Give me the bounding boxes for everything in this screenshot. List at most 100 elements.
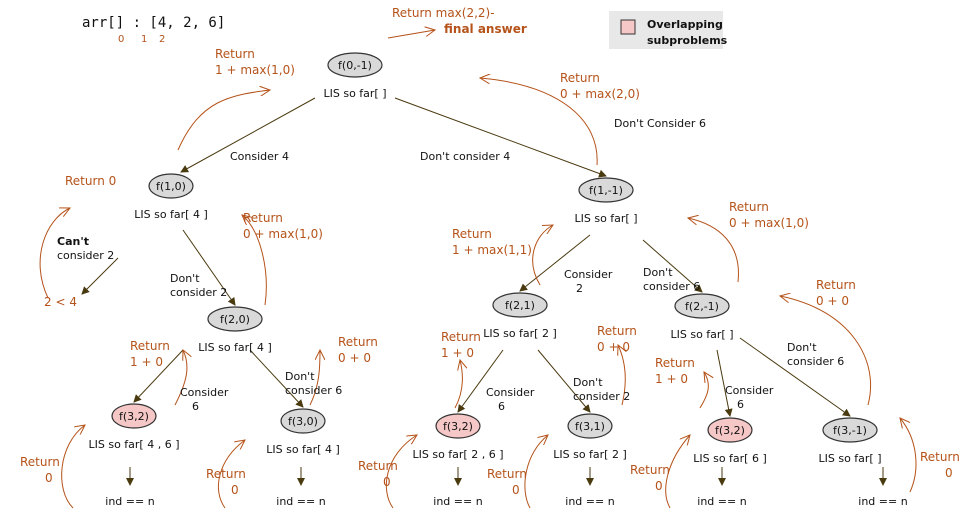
- return-label: 0: [45, 471, 53, 485]
- return-label: Return: [816, 278, 856, 292]
- lis-label: LIS so far[ 4 ]: [198, 341, 272, 354]
- edge-label: consider 2: [57, 249, 114, 262]
- tree-edge: [180, 97, 316, 173]
- return-arrow: [217, 440, 245, 509]
- tree-node: f(3,-1): [822, 417, 878, 443]
- return-label: Return: [20, 455, 60, 469]
- lis-label: LIS so far[ 2 ]: [483, 327, 557, 340]
- tree-node: f(2,-1): [674, 293, 730, 319]
- return-arrow: [385, 435, 417, 509]
- edge-label: 6: [498, 400, 505, 413]
- node-label: f(1,-1): [589, 184, 623, 197]
- tree-node: f(3,2): [435, 413, 481, 439]
- node-shape: [567, 413, 613, 439]
- tree-edge: [519, 234, 591, 292]
- return-label: Return: [243, 211, 283, 225]
- node-label: f(1,0): [156, 180, 186, 193]
- tree-node: f(3,0): [280, 408, 326, 434]
- node-label: f(3,0): [288, 415, 318, 428]
- return-label: Return: [487, 467, 527, 481]
- return-arrow: [174, 350, 187, 406]
- return-arrow: [39, 208, 70, 299]
- legend-line-2: subproblems: [647, 34, 728, 47]
- base-case-label: ind == n: [105, 495, 154, 508]
- edge-label: consider 2: [573, 390, 630, 403]
- return-label: Return: [560, 71, 600, 85]
- return-arrow: [524, 435, 548, 509]
- tree-edge: [182, 229, 236, 306]
- legend-swatch: [620, 19, 636, 35]
- return-arrow: [454, 360, 462, 409]
- return-label: Return: [130, 339, 170, 353]
- return-label: 0: [655, 479, 663, 493]
- node-label: f(3,-1): [833, 424, 867, 437]
- compare-label: 2 < 4: [44, 295, 77, 309]
- tree-node: f(2,0): [207, 306, 263, 332]
- array-index-1: 1: [141, 34, 147, 45]
- edge-label: consider 6: [285, 384, 342, 397]
- node-shape: [111, 403, 157, 429]
- return-label: Return: [597, 324, 637, 338]
- return-label: Return: [441, 330, 481, 344]
- edge-label: Can't: [57, 235, 89, 248]
- edge-label: Don't: [787, 341, 817, 354]
- tree-node: f(3,2): [111, 403, 157, 429]
- tree-edge: [716, 349, 733, 417]
- tree-node: f(1,0): [148, 173, 194, 199]
- edge-label: consider 2: [170, 286, 227, 299]
- lis-label: LIS so far[ 2 ]: [553, 448, 627, 461]
- tree-nodes: f(0,-1)LIS so far[ ]f(1,0)LIS so far[ 4 …: [88, 52, 882, 465]
- return-arrow: [780, 296, 872, 406]
- return-label: Return: [452, 227, 492, 241]
- return-label: Return: [729, 200, 769, 214]
- return-label: 1 + 0: [130, 355, 163, 369]
- lis-label: LIS so far[ ]: [323, 87, 386, 100]
- node-shape: [327, 52, 383, 78]
- node-shape: [674, 293, 730, 319]
- edge-label: Consider: [180, 386, 229, 399]
- return-label: Return: [338, 335, 378, 349]
- return-label: Return: [630, 463, 670, 477]
- edge-label: Consider: [725, 384, 774, 397]
- return-label: 1 + max(1,1): [452, 243, 532, 257]
- return-arrows: [39, 78, 917, 509]
- edge-label: 6: [737, 398, 744, 411]
- return-label: 0: [383, 475, 391, 489]
- array-index-2: 2: [159, 34, 165, 45]
- node-label: f(3,2): [443, 420, 473, 433]
- tree-node: f(2,1): [492, 292, 548, 318]
- return-label: 0 + max(1,0): [729, 216, 809, 230]
- node-shape: [822, 417, 878, 443]
- lis-label: LIS so far[ 4 , 6 ]: [88, 438, 179, 451]
- edge-label: Don't: [573, 376, 603, 389]
- return-label: 1 + 0: [441, 346, 474, 360]
- tree-edge: [739, 337, 851, 417]
- base-case-label: ind == n: [565, 495, 614, 508]
- tree-edge: [642, 239, 703, 293]
- return-label: Return: [920, 450, 960, 464]
- edge-label: Don't consider 4: [420, 150, 510, 163]
- return-label: 0 + 0: [597, 340, 630, 354]
- edge-label: Don't: [170, 272, 200, 285]
- lis-label: LIS so far[ ]: [670, 328, 733, 341]
- node-label: f(2,1): [505, 299, 535, 312]
- final-answer-arrow: [387, 30, 435, 39]
- node-label: f(3,1): [575, 420, 605, 433]
- edge-label: consider 6: [643, 280, 700, 293]
- return-arrow: [480, 78, 598, 166]
- lis-label: LIS so far[ ]: [818, 452, 881, 465]
- return-arrow: [699, 372, 708, 409]
- node-shape: [280, 408, 326, 434]
- node-label: f(3,2): [715, 424, 745, 437]
- return-label: Return: [215, 47, 255, 61]
- tree-edge: [81, 257, 119, 295]
- lis-label: LIS so far[ 2 , 6 ]: [412, 448, 503, 461]
- return-label: 0 + max(1,0): [243, 227, 323, 241]
- base-case-label: ind == n: [858, 495, 907, 508]
- node-shape: [148, 173, 194, 199]
- node-label: f(3,2): [119, 410, 149, 423]
- edge-label: 6: [192, 400, 199, 413]
- node-label: f(2,-1): [685, 300, 719, 313]
